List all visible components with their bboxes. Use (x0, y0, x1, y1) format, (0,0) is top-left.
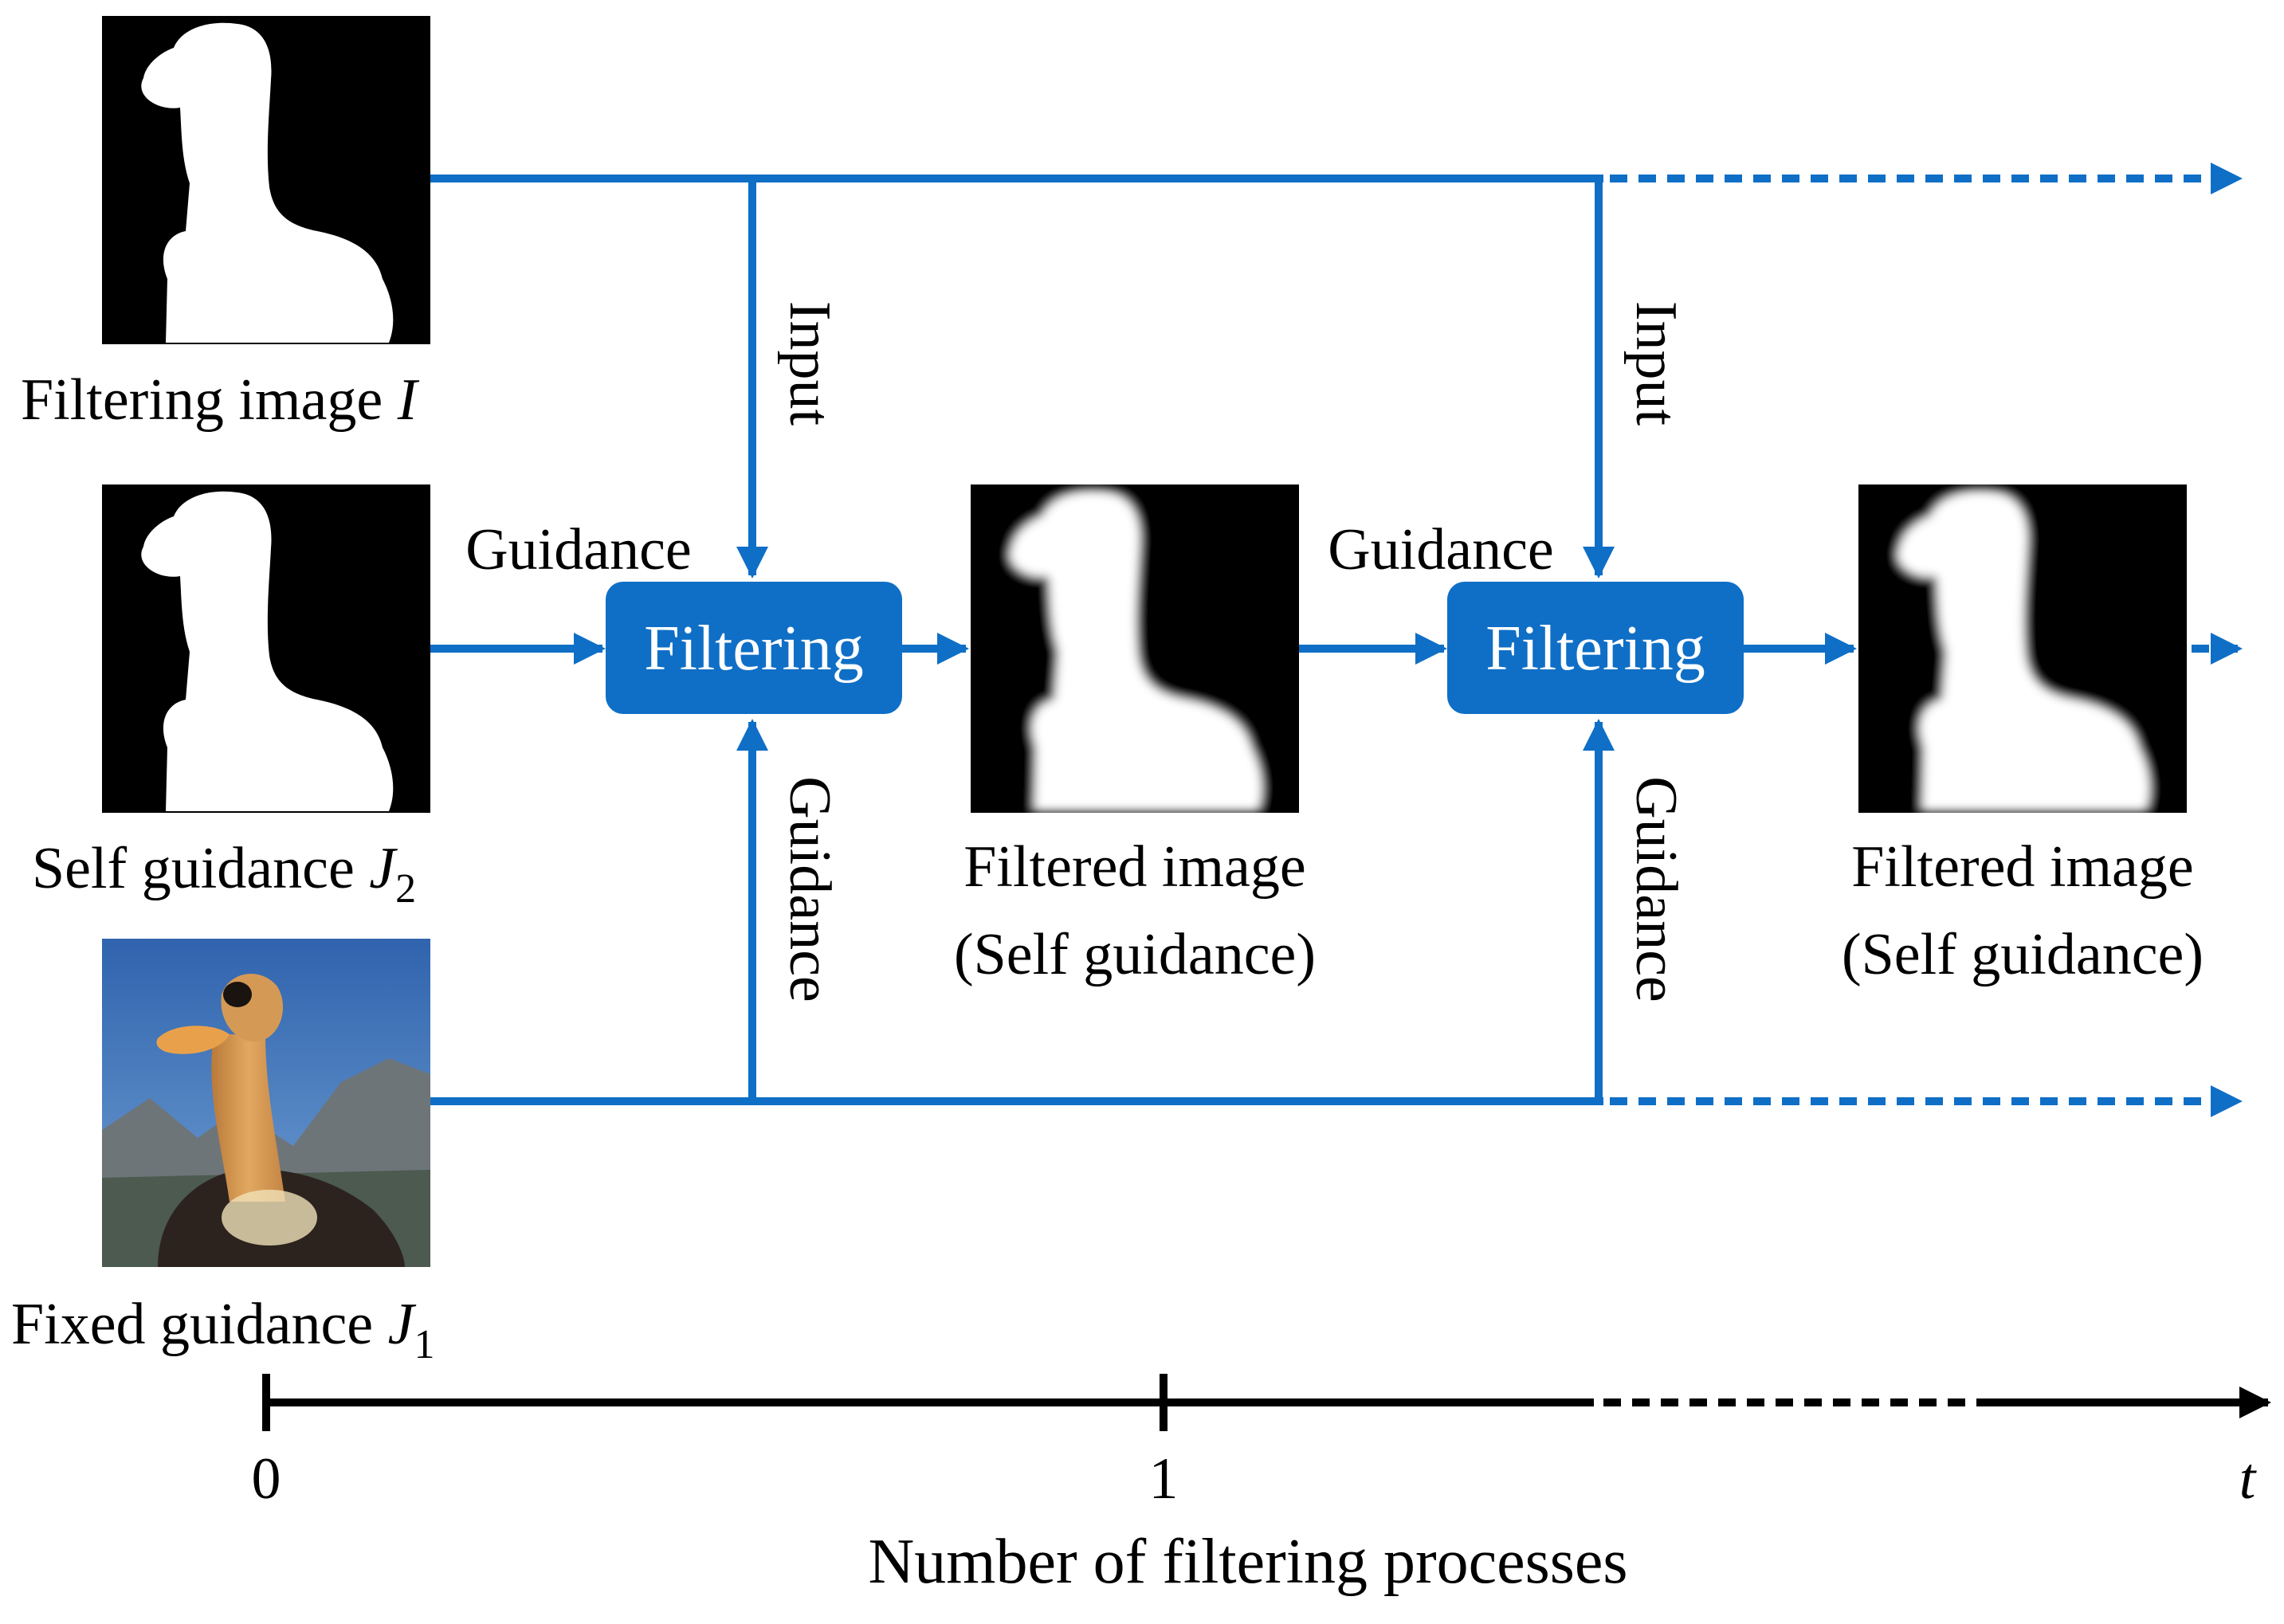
fixed-guidance-symbol: J (388, 1292, 417, 1357)
filtering-image-caption-text: Filtering image (21, 367, 398, 433)
fixed-guidance-photo (102, 939, 430, 1267)
fixed-guidance-subscript: 1 (414, 1322, 435, 1367)
filtering-box-2: Filtering (1447, 582, 1744, 714)
filtered-image-1-caption-line2: (Self guidance) (954, 922, 1316, 987)
filtering-image-thumbnail (102, 16, 430, 344)
filtering-box-1-label: Filtering (644, 614, 864, 684)
filtering-box-2-label: Filtering (1485, 614, 1705, 684)
axis-tick-label-0: 0 (252, 1446, 281, 1512)
self-guidance-caption: Self guidance J2 (32, 836, 416, 912)
guidance-vertical-label-2: Guidance (1623, 776, 1689, 1002)
input-label-1: Input (777, 301, 842, 426)
axis-tick-label-t: t (2239, 1446, 2258, 1512)
filtered-image-2-thumbnail (1858, 484, 2187, 813)
self-guidance-thumbnail (102, 484, 430, 813)
flow-lines (430, 163, 2243, 1117)
fixed-guidance-caption-text: Fixed guidance (11, 1292, 388, 1357)
filtering-image-caption: Filtering image I (21, 367, 420, 433)
self-guidance-symbol: J (369, 836, 398, 901)
guidance-label-1: Guidance (465, 517, 692, 583)
process-axis (262, 1374, 2271, 1431)
filtered-image-1-caption-line1: Filtered image (963, 834, 1305, 900)
filtered-image-1-thumbnail (971, 484, 1299, 813)
filtered-image-2-caption-line2: (Self guidance) (1842, 922, 2204, 987)
filtering-box-1: Filtering (606, 582, 902, 714)
self-guidance-subscript: 2 (395, 866, 416, 912)
filtering-image-symbol: I (397, 367, 420, 433)
axis-title: Number of filtering processes (868, 1527, 1627, 1597)
axis-tick-label-1: 1 (1149, 1446, 1179, 1512)
guidance-label-2: Guidance (1328, 517, 1554, 583)
input-label-2: Input (1623, 301, 1689, 426)
self-guidance-caption-text: Self guidance (32, 836, 369, 901)
filtered-image-2-caption-line1: Filtered image (1851, 834, 2193, 900)
guidance-vertical-label-1: Guidance (777, 776, 842, 1002)
fixed-guidance-caption: Fixed guidance J1 (11, 1292, 435, 1367)
